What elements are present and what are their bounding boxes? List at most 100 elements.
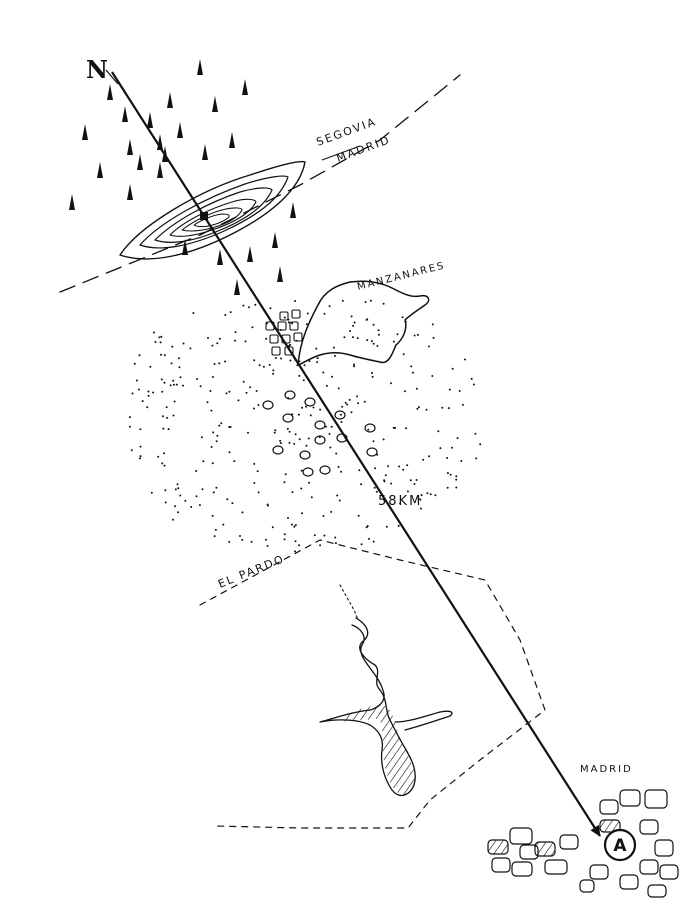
map-dot: [420, 494, 423, 497]
map-dot: [222, 523, 225, 526]
map-dot: [329, 446, 332, 449]
map-dot: [323, 534, 326, 537]
map-dot: [404, 320, 407, 323]
map-dot: [174, 488, 177, 491]
settlement-circle: [314, 420, 326, 430]
map-dot: [218, 337, 221, 340]
map-dot: [265, 538, 267, 541]
el-pardo-reservoir: [319, 584, 453, 797]
map-dot: [287, 318, 290, 321]
map-dot: [406, 490, 409, 493]
map-dot: [228, 451, 231, 454]
map-dot: [184, 499, 187, 502]
tree-icon: [202, 144, 208, 160]
map-dot: [332, 346, 335, 349]
map-dot: [234, 339, 237, 342]
map-dot: [413, 483, 416, 485]
map-dot: [211, 376, 214, 378]
map-dot: [291, 491, 294, 494]
manzanares-reservoir: [297, 280, 430, 366]
map-dot: [357, 402, 360, 405]
map-dot: [295, 339, 298, 342]
city-block: [487, 839, 509, 855]
map-dot: [419, 498, 422, 501]
map-dot: [437, 430, 440, 433]
map-dot: [390, 482, 393, 485]
city-block: [599, 799, 619, 815]
map-dot: [216, 342, 219, 345]
map-dot: [211, 344, 214, 347]
map-dot: [353, 365, 356, 368]
map-dot: [417, 406, 420, 409]
map-dot: [448, 388, 451, 391]
map-dot: [364, 301, 367, 303]
province-border-line: [59, 74, 461, 293]
tree-icon: [137, 154, 143, 170]
map-dot: [315, 347, 318, 350]
map-dot: [294, 550, 296, 553]
town-block: [269, 334, 279, 344]
map-dot: [178, 366, 181, 369]
map-dot: [274, 357, 277, 359]
map-dot: [415, 387, 418, 390]
settlement-circle: [302, 467, 314, 477]
north-tick: [105, 69, 119, 85]
map-dot: [214, 528, 217, 531]
map-dot: [305, 444, 308, 447]
map-dot: [307, 437, 310, 440]
map-dot: [372, 440, 375, 443]
map-dot: [179, 494, 182, 497]
map-dot: [262, 365, 265, 368]
map-dot: [279, 328, 282, 331]
map-dot: [415, 479, 418, 481]
map-dot: [472, 383, 475, 386]
map-dot: [195, 495, 198, 498]
map-dot: [410, 365, 413, 368]
tree-icon: [107, 84, 113, 100]
map-dot: [289, 359, 292, 362]
map-dot: [163, 452, 166, 455]
map-dot: [298, 374, 301, 377]
map-dot: [192, 312, 195, 314]
map-dot: [366, 339, 369, 342]
map-dot: [385, 525, 388, 528]
map-dot: [266, 503, 269, 506]
map-dot: [358, 469, 361, 472]
map-dot: [384, 474, 387, 477]
map-dot: [294, 300, 297, 302]
map-dot: [161, 462, 164, 465]
map-dot: [392, 340, 395, 343]
map-dot: [308, 360, 311, 363]
map-dot: [460, 460, 463, 462]
map-dot: [279, 439, 282, 442]
map-dot: [138, 354, 141, 357]
map-dot: [300, 487, 303, 490]
map-dot: [338, 499, 341, 502]
tree-icon: [212, 96, 218, 112]
map-dot: [334, 355, 336, 357]
city-block: [511, 861, 533, 877]
map-dot: [479, 443, 482, 446]
tree-icon: [69, 194, 75, 210]
map-dot: [455, 478, 458, 481]
map-dot: [337, 465, 340, 468]
map-dot: [372, 540, 375, 543]
map-dot: [367, 428, 370, 431]
city-block: [639, 859, 659, 875]
map-dot: [249, 386, 252, 389]
map-dot: [417, 333, 419, 336]
map-dot: [247, 431, 249, 434]
map-dot: [461, 403, 464, 406]
map-dot: [455, 486, 458, 489]
map-dot: [269, 307, 272, 310]
map-dot: [224, 314, 227, 316]
map-dot: [464, 358, 466, 361]
city-block: [579, 879, 595, 893]
tree-icon: [177, 122, 183, 138]
tree-icon: [182, 239, 188, 255]
map-dot: [174, 505, 176, 508]
map-dot: [242, 304, 245, 307]
map-dot: [434, 494, 437, 497]
map-dot: [294, 433, 297, 436]
map-dot: [330, 510, 333, 513]
